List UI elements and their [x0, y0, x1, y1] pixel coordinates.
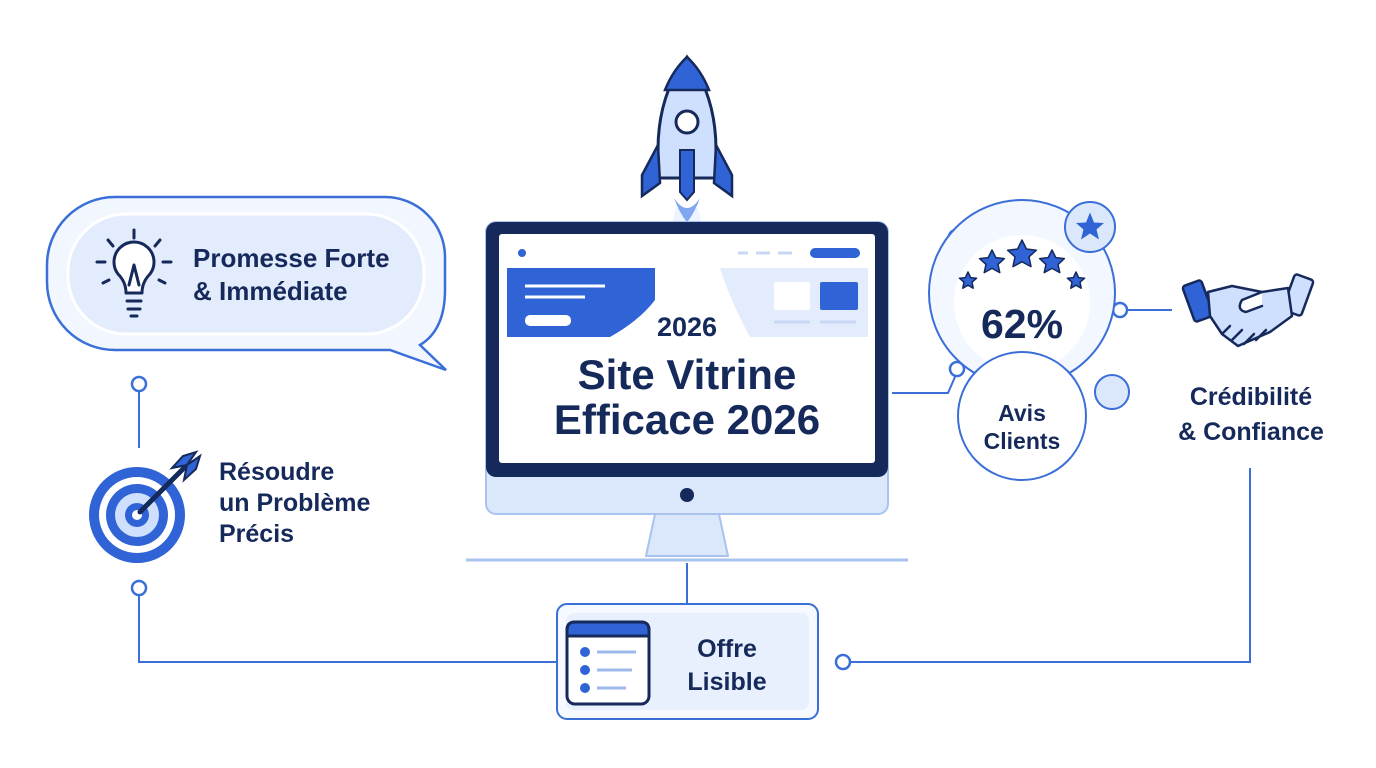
list-window-icon	[565, 620, 651, 706]
offer-label: Offre Lisible	[662, 633, 792, 698]
monitor-icon	[466, 221, 908, 562]
problem-label-line3: Précis	[219, 520, 295, 548]
problem-label: Résoudre un Problème Précis	[219, 458, 370, 548]
reviews-label-line2: Clients	[983, 427, 1061, 454]
problem-label-line2: un Problème	[219, 489, 371, 517]
center-title-line1: Site Vitrine	[577, 351, 797, 398]
reviews-label: Avis Clients	[958, 400, 1086, 455]
trust-label-line1: Crédibilité	[1189, 383, 1313, 411]
center-year: 2026	[656, 312, 718, 342]
star-icon	[1076, 212, 1104, 240]
lightbulb-icon	[95, 228, 173, 318]
promise-label-line1: Promesse Forte	[193, 243, 390, 273]
promise-label: Promesse Forte & Immédiate	[193, 243, 390, 307]
center-title-line2: Efficace 2026	[553, 396, 821, 444]
center-title: Site Vitrine Efficace 2026	[499, 352, 875, 443]
stars-icon	[958, 239, 1086, 289]
offer-label-line1: Offre	[697, 635, 757, 663]
promise-label-line2: & Immédiate	[193, 276, 348, 307]
connector-lines	[138, 309, 1251, 663]
rocket-icon	[640, 54, 734, 222]
trust-label: Crédibilité & Confiance	[1160, 380, 1342, 449]
trust-label-line2: & Confiance	[1178, 417, 1324, 446]
problem-label-line1: Résoudre	[219, 458, 335, 486]
reviews-label-line1: Avis	[998, 400, 1046, 426]
reviews-percent: 62%	[980, 301, 1064, 347]
offer-label-line2: Lisible	[687, 667, 767, 696]
target-icon	[89, 450, 202, 563]
handshake-icon	[1181, 273, 1315, 348]
